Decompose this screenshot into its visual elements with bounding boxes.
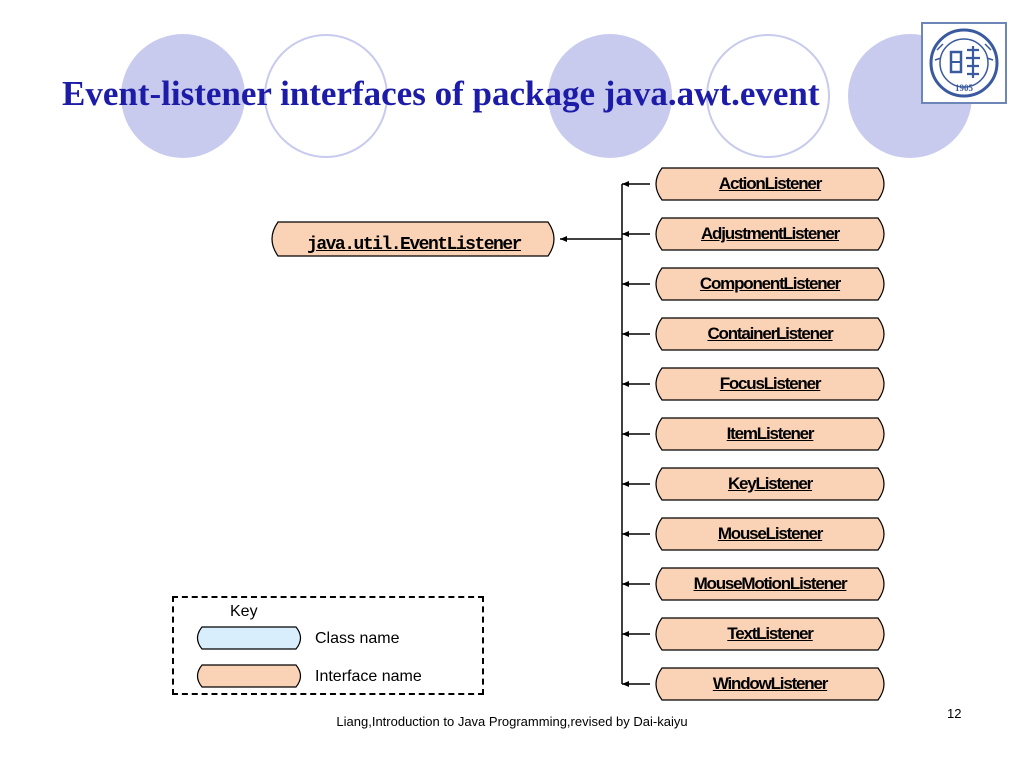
slide-title: Event-listener interfaces of package jav…: [62, 74, 820, 113]
logo-year: 1905: [955, 83, 974, 93]
legend-title: Key: [230, 603, 258, 620]
interface-shape-10: [655, 667, 885, 701]
interface-shape-0: [655, 167, 885, 201]
interface-label-9: TextListener: [727, 624, 814, 643]
interface-label-6: KeyListener: [727, 474, 813, 493]
interface-shape-2: [655, 267, 885, 301]
interface-label-5: ItemListener: [726, 424, 815, 443]
interface-shape-1: [655, 217, 885, 251]
interface-shape-7: [655, 517, 885, 551]
interface-label-8: MouseMotionListener: [693, 574, 848, 593]
interface-label-1: AdjustmentListener: [700, 224, 840, 243]
connector-lines: [560, 181, 650, 687]
interface-label-2: ComponentListener: [699, 274, 841, 293]
key-interface-swatch: [196, 664, 302, 688]
interface-shape-8: [655, 567, 885, 601]
interface-label-0: ActionListener: [718, 174, 822, 193]
seal-icon: 1905: [929, 28, 999, 98]
legend-box: [172, 596, 484, 695]
decor-circle-1: [121, 34, 245, 158]
decor-circle-2: [264, 34, 388, 158]
interface-shape-5: [655, 417, 885, 451]
interface-shape-3: [655, 317, 885, 351]
node-shapes: [271, 167, 885, 701]
interface-shape-6: [655, 467, 885, 501]
root-interface-shape: [271, 221, 555, 257]
interface-shape-9: [655, 617, 885, 651]
university-logo: 1905: [921, 22, 1007, 104]
legend-interface-label: Interface name: [315, 668, 422, 685]
interface-shape-4: [655, 367, 885, 401]
interface-label-10: WindowListener: [712, 674, 829, 693]
decor-circle-4: [706, 34, 830, 158]
decor-circle-3: [548, 34, 672, 158]
page-number: 12: [947, 706, 962, 721]
legend-class-label: Class name: [315, 630, 400, 647]
interface-label-4: FocusListener: [719, 374, 822, 393]
key-class-swatch: [196, 626, 302, 650]
root-interface-label: java.util.EventListener: [307, 235, 522, 255]
interface-label-7: MouseListener: [717, 524, 824, 543]
slide-footer: Liang,Introduction to Java Programming,r…: [336, 714, 688, 729]
interface-label-3: ContainerListener: [707, 324, 833, 343]
